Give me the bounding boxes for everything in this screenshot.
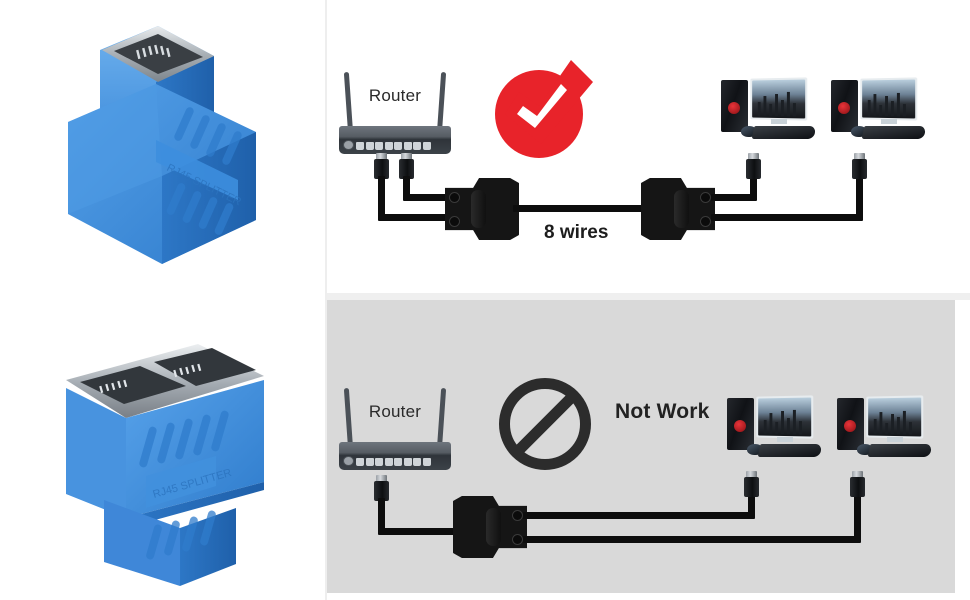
pc-keyboard-icon xyxy=(867,444,933,457)
cable-router-b-vertical xyxy=(403,176,410,200)
cable-pc2-horizontal xyxy=(711,214,863,221)
product-photo-column: RJ45 SPLITTER xyxy=(0,0,325,600)
router-power-port-icon xyxy=(343,140,354,150)
rj45-splitter-adapter-left xyxy=(445,178,519,240)
router-device-not-work: Router xyxy=(339,387,451,470)
rj45-plug-pc-2 xyxy=(850,471,865,497)
pc-keyboard-icon xyxy=(751,126,817,139)
cable-label-8-wires: 8 wires xyxy=(544,222,609,243)
rj45-plug-pc-2 xyxy=(852,153,867,179)
pc-mouse-icon xyxy=(747,444,763,455)
product-photo-dual-port: RJ45 SPLITTER xyxy=(30,318,290,590)
pc-mouse-icon xyxy=(741,126,757,137)
pc-tower-icon xyxy=(831,80,858,132)
pc-monitor-icon xyxy=(750,77,808,121)
panel-separator xyxy=(327,293,970,300)
router-port-row xyxy=(356,458,431,466)
router-label-not-work: Router xyxy=(368,402,422,421)
rj45-plug-router-single xyxy=(374,475,389,501)
pc-keyboard-icon xyxy=(757,444,823,457)
computer-works-2 xyxy=(829,77,929,148)
cable-pc2-vertical xyxy=(856,176,863,220)
rj45-plug-pc-1 xyxy=(744,471,759,497)
cable-pc1-vertical xyxy=(750,176,757,200)
cable-router-a-vertical xyxy=(378,176,385,220)
pc-monitor-stand xyxy=(881,119,897,124)
column-divider xyxy=(325,0,327,600)
cable-pc2-horizontal xyxy=(523,536,861,543)
router-body xyxy=(339,126,451,154)
router-device-works: Router xyxy=(339,71,451,154)
pc-mouse-icon xyxy=(851,126,867,137)
computer-works-1 xyxy=(719,77,819,148)
rj45-splitter-adapter-right xyxy=(641,178,715,240)
pc-tower-icon xyxy=(837,398,864,450)
rj45-plug-router-b xyxy=(399,153,414,179)
diagram-panel-not-work: Router Not Work xyxy=(327,300,955,593)
cable-router-vertical xyxy=(378,498,385,534)
pc-monitor-icon xyxy=(866,395,924,439)
cable-pc2-vertical xyxy=(854,494,861,542)
pc-keyboard-icon xyxy=(861,126,927,139)
cable-trunk-8-wires xyxy=(513,205,643,212)
prohibition-sign-icon xyxy=(499,378,591,470)
pc-monitor-stand xyxy=(777,437,793,442)
pc-monitor-stand xyxy=(887,437,903,442)
not-work-label: Not Work xyxy=(615,400,710,423)
cable-router-horizontal xyxy=(378,528,456,535)
computer-not-work-2 xyxy=(835,395,935,466)
red-check-circle-icon xyxy=(495,56,599,160)
router-antenna-right-icon xyxy=(436,387,447,451)
computer-not-work-1 xyxy=(725,395,825,466)
pc-mouse-icon xyxy=(857,444,873,455)
cable-pc1-horizontal xyxy=(523,512,755,519)
rj45-plug-router-a xyxy=(374,153,389,179)
rj45-plug-pc-1 xyxy=(746,153,761,179)
product-photo-single-port: RJ45 SPLITTER xyxy=(38,14,288,286)
router-antenna-right-icon xyxy=(436,71,447,135)
pc-monitor-icon xyxy=(756,395,814,439)
cable-pc1-vertical xyxy=(748,494,755,518)
diagram-panel-works: Router xyxy=(327,0,970,293)
pc-monitor-icon xyxy=(860,77,918,121)
pc-tower-icon xyxy=(721,80,748,132)
cable-pc1-horizontal xyxy=(711,194,757,201)
pc-monitor-stand xyxy=(771,119,787,124)
rj45-splitter-adapter-single xyxy=(453,496,527,558)
router-body xyxy=(339,442,451,470)
cable-router-a-horizontal xyxy=(378,214,448,221)
pc-tower-icon xyxy=(727,398,754,450)
cable-router-b-horizontal xyxy=(403,194,448,201)
router-power-port-icon xyxy=(343,456,354,466)
diagram-column: Router xyxy=(327,0,970,600)
router-label-works: Router xyxy=(368,86,422,105)
router-port-row xyxy=(356,142,431,150)
